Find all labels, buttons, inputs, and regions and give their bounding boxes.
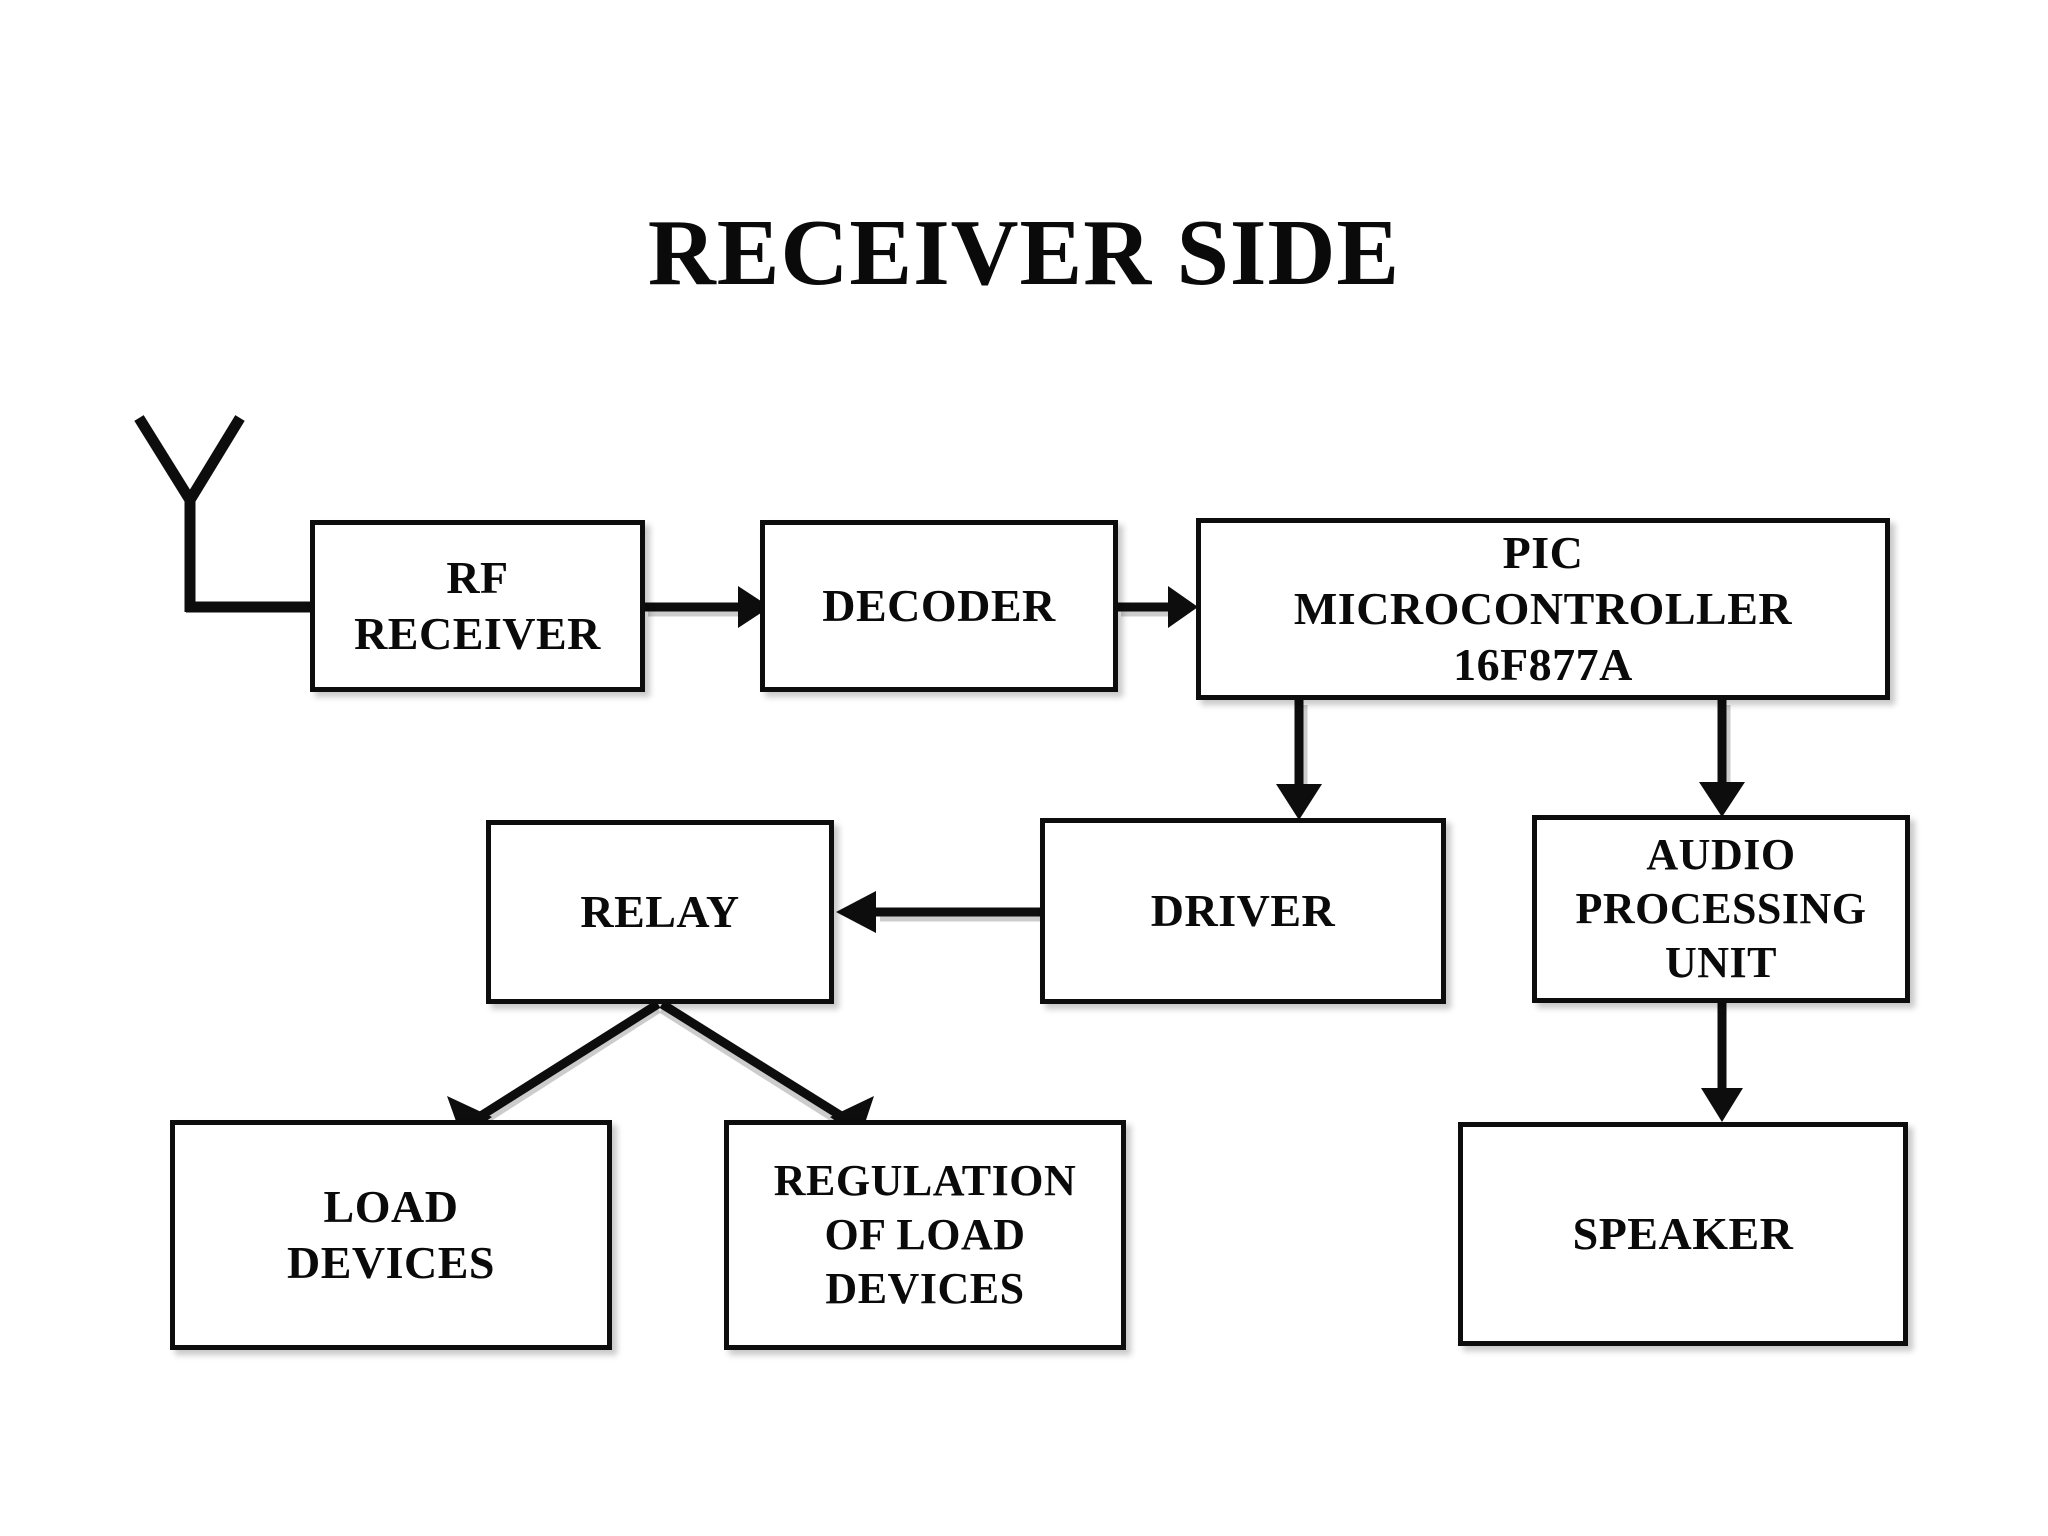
block-load-devices[interactable]: LOAD DEVICES	[170, 1120, 612, 1350]
block-regulation-of-load-devices[interactable]: REGULATION OF LOAD DEVICES	[724, 1120, 1126, 1350]
block-pic-microcontroller-label: PIC MICROCONTROLLER 16F877A	[1293, 526, 1793, 691]
block-decoder-label: DECODER	[822, 579, 1056, 631]
block-audio-processing-unit[interactable]: AUDIO PROCESSING UNIT	[1532, 815, 1910, 1003]
block-decoder[interactable]: DECODER	[760, 520, 1118, 692]
block-pic-microcontroller[interactable]: PIC MICROCONTROLLER 16F877A	[1196, 518, 1890, 700]
page-title: RECEIVER SIDE	[647, 201, 1401, 305]
edge-pic-to-audio	[1699, 700, 1745, 817]
block-regulation-of-load-devices-label: REGULATION OF LOAD DEVICES	[773, 1156, 1077, 1313]
block-driver[interactable]: DRIVER	[1040, 818, 1446, 1004]
edge-driver-to-relay	[836, 891, 1040, 933]
block-relay[interactable]: RELAY	[486, 820, 834, 1004]
antenna-icon	[134, 415, 310, 613]
block-speaker[interactable]: SPEAKER	[1458, 1122, 1908, 1346]
edge-relay-to-regulation	[659, 1000, 874, 1138]
edge-audio-to-speaker	[1701, 1003, 1743, 1122]
edge-relay-to-load	[447, 1000, 661, 1138]
block-rf-receiver-label: RF RECEIVER	[354, 551, 601, 659]
block-load-devices-label: LOAD DEVICES	[286, 1180, 495, 1288]
block-driver-label: DRIVER	[1150, 884, 1336, 936]
block-speaker-label: SPEAKER	[1572, 1207, 1794, 1259]
block-rf-receiver[interactable]: RF RECEIVER	[310, 520, 645, 692]
edge-decoder-to-pic	[1118, 586, 1198, 628]
block-audio-processing-unit-label: AUDIO PROCESSING UNIT	[1575, 830, 1867, 987]
edge-pic-to-driver	[1276, 700, 1322, 820]
edge-rf-receiver-to-decoder	[645, 586, 770, 628]
block-relay-label: RELAY	[580, 885, 740, 937]
